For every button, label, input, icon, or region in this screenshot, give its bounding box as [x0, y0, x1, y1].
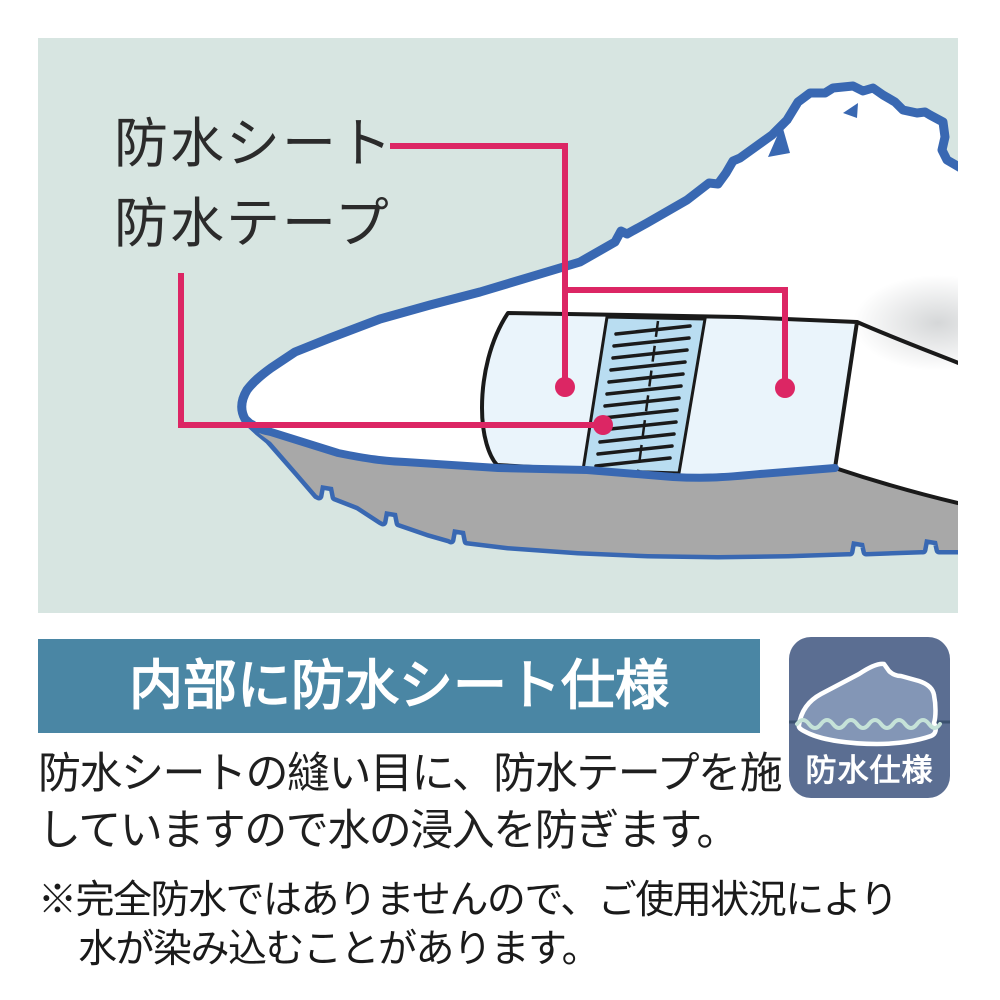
diagram-labels: 防水シート 防水テープ: [114, 104, 394, 264]
leader-line-tape: [178, 273, 603, 428]
label-waterproof-sheet: 防水シート: [114, 114, 394, 174]
note-line-2: 水が染み込むことがあります。: [78, 928, 601, 971]
heading-banner: 内部に防水シート仕様: [38, 639, 760, 733]
midsole-line: [248, 420, 839, 482]
heel-sole-top-line: [834, 466, 958, 506]
leader-line-sheet: [390, 143, 568, 387]
stitch-marks: [594, 324, 692, 468]
leader-line-sheet-branch: [565, 287, 788, 388]
collar-wedge-left: [768, 125, 790, 157]
description-line-2: していますので水の浸入を防ぎます。: [38, 807, 739, 855]
annotation-lines: [178, 143, 788, 428]
label-waterproof-tape: 防水テープ: [114, 194, 391, 254]
collar-wedge-right: [843, 103, 858, 118]
waterproof-badge: 防水仕様: [789, 637, 950, 798]
annotation-dots: [555, 377, 795, 435]
dot-sheet-left: [555, 377, 575, 397]
heading-banner-text: 内部に防水シート仕様: [129, 656, 669, 716]
note-line-1: ※完全防水ではありませんので、ご使用状況により: [38, 879, 899, 922]
sole-gray-fill: [250, 422, 958, 555]
badge-label: 防水仕様: [805, 753, 934, 788]
seam-dashed-line: [636, 320, 660, 473]
illustration-panel: 防水シート 防水テープ: [38, 38, 958, 613]
shoe-cutaway-illustration: [38, 38, 958, 613]
description-line-1: 防水シートの縫い目に、防水テープを施: [38, 750, 783, 798]
note-text: ※完全防水ではありませんので、ご使用状況により 水が染み込むことがあります。: [38, 876, 899, 974]
dot-sheet-right: [775, 378, 795, 398]
badge-shoe-icon: [789, 661, 950, 747]
badge-shoe-silhouette: [796, 661, 938, 747]
heel-upper-seam-line: [856, 320, 958, 365]
dot-tape: [593, 415, 613, 435]
wave-line: [795, 718, 942, 730]
heel-shading: [853, 275, 958, 371]
description-text: 防水シートの縫い目に、防水テープを施 していますので水の浸入を防ぎます。: [38, 746, 783, 860]
